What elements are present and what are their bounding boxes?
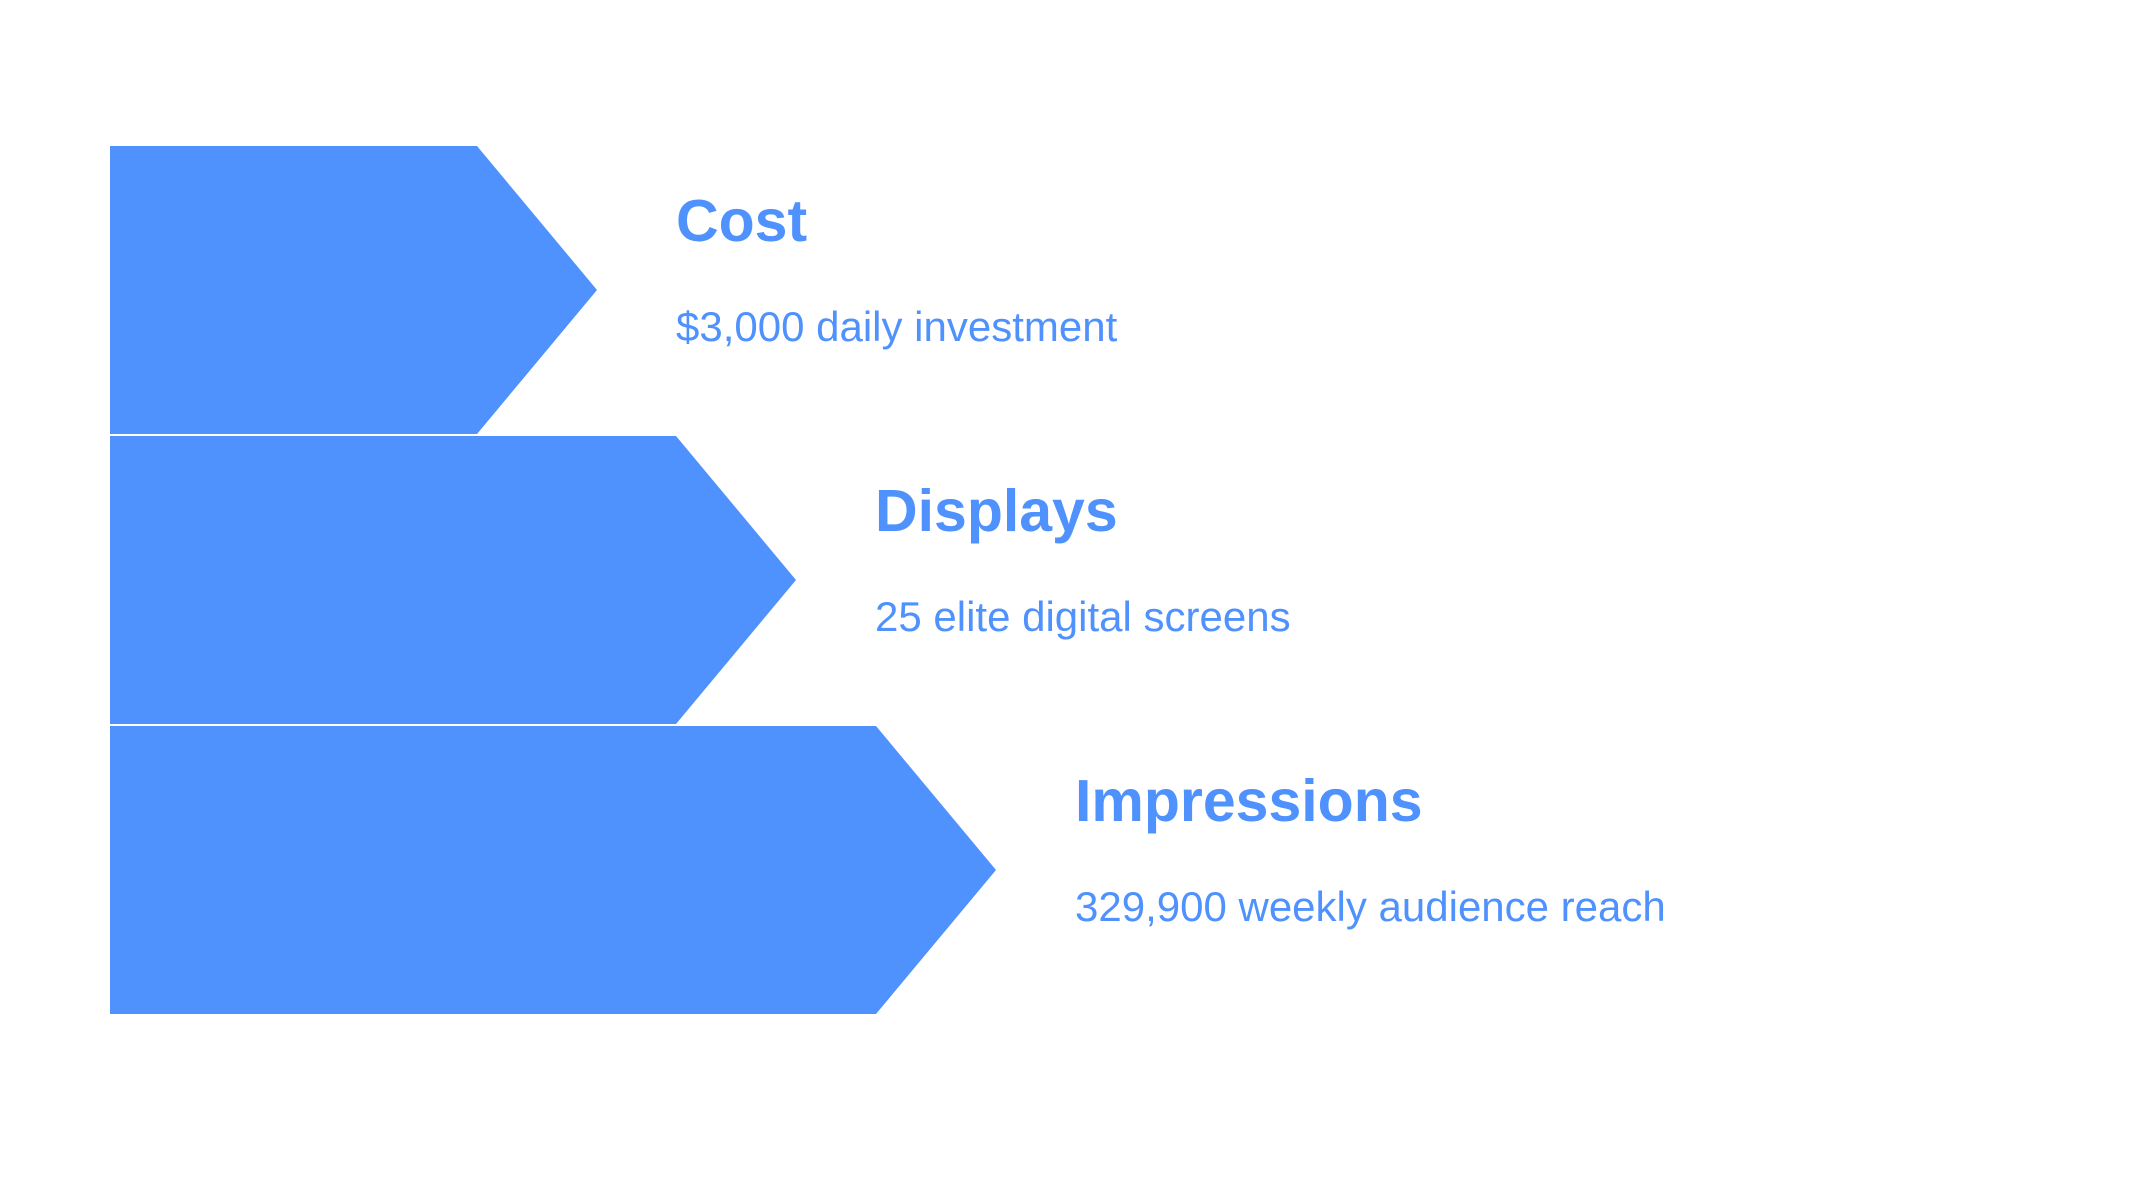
item-cost: Cost $3,000 daily investment [676, 192, 1117, 348]
item-title: Cost [676, 188, 808, 254]
item-description: 329,900 weekly audience reach [1075, 883, 1666, 930]
item-title: Displays [875, 478, 1118, 544]
item-displays: Displays 25 elite digital screens [875, 482, 1291, 638]
arrow-shape-cost [110, 146, 597, 434]
item-title: Impressions [1075, 768, 1423, 834]
arrow-shape-displays [110, 436, 796, 724]
item-impressions: Impressions 329,900 weekly audience reac… [1075, 772, 1666, 928]
item-description: $3,000 daily investment [676, 303, 1118, 350]
arrow-shape-impressions [110, 726, 996, 1014]
item-description: 25 elite digital screens [875, 593, 1291, 640]
